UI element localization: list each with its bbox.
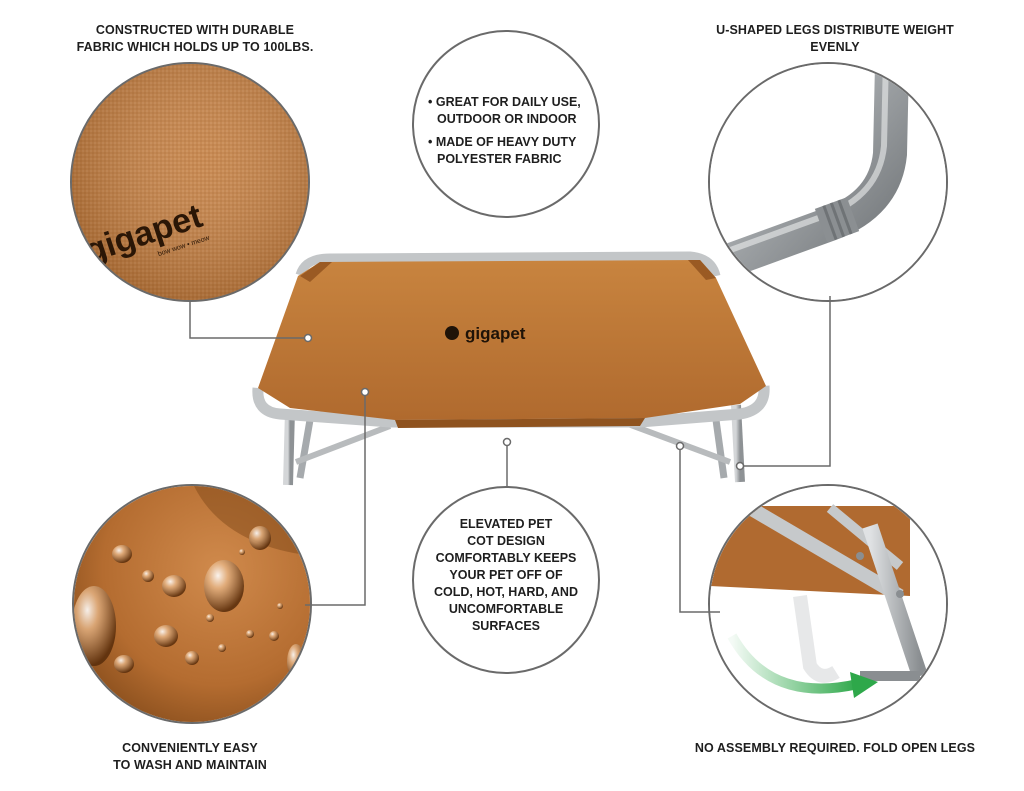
caption-line: CONVENIENTLY EASY — [122, 741, 258, 755]
leg-closeup — [710, 64, 946, 300]
caption-no-assembly: NO ASSEMBLY REQUIRED. FOLD OPEN LEGS — [690, 740, 980, 757]
feature-line: • MADE OF HEAVY DUTY — [428, 135, 577, 149]
connector-dots — [303, 333, 745, 471]
cot-fabric — [258, 260, 766, 420]
connector-fold — [679, 448, 720, 613]
elevated-design-bubble: ELEVATED PET COT DESIGN COMFORTABLY KEEP… — [412, 486, 600, 674]
caption-line: U-SHAPED LEGS DISTRIBUTE WEIGHT EVENLY — [716, 23, 954, 54]
caption-line: CONSTRUCTED WITH DURABLE — [95, 23, 295, 37]
fabric-texture: gigapet bow wow • meow — [72, 64, 308, 300]
feature-heavy-duty: • MADE OF HEAVY DUTY POLYESTER FABRIC — [428, 134, 598, 168]
elevated-line: COLD, HOT, HARD, AND — [434, 585, 578, 599]
elevated-line: COMFORTABLY KEEPS — [435, 551, 577, 565]
caption-easy-wash: CONVENIENTLY EASY TO WASH AND MAINTAIN — [95, 740, 285, 774]
folding-legs-bubble — [708, 484, 948, 724]
elevated-line: YOUR PET OFF OF — [449, 568, 563, 582]
caption-durable-fabric: CONSTRUCTED WITH DURABLE FABRIC WHICH HO… — [70, 22, 320, 56]
water-droplets-bubble — [72, 484, 312, 724]
caption-u-shaped-legs: U-SHAPED LEGS DISTRIBUTE WEIGHT EVENLY — [690, 22, 980, 56]
fold-closeup — [710, 486, 946, 722]
caption-line: FABRIC WHICH HOLDS UP TO 100LBS. — [76, 40, 314, 54]
elevated-line: SURFACES — [471, 619, 541, 633]
fabric-closeup-bubble: gigapet bow wow • meow — [70, 62, 310, 302]
elevated-line: ELEVATED PET — [459, 517, 553, 531]
elevated-line: UNCOMFORTABLE — [448, 602, 564, 616]
paw-icon — [445, 326, 459, 340]
feature-daily-use: • GREAT FOR DAILY USE, OUTDOOR OR INDOOR — [428, 94, 598, 128]
feature-line: POLYESTER FABRIC — [437, 152, 562, 166]
feature-line: • GREAT FOR DAILY USE, — [428, 95, 581, 109]
u-legs-bubble — [708, 62, 948, 302]
connector-wash — [305, 392, 366, 606]
elevated-text: ELEVATED PET COT DESIGN COMFORTABLY KEEP… — [414, 516, 598, 635]
cot-logo: gigapet — [465, 324, 526, 343]
features-bubble: • GREAT FOR DAILY USE, OUTDOOR OR INDOOR… — [412, 30, 600, 218]
caption-line: NO ASSEMBLY REQUIRED. FOLD OPEN LEGS — [694, 741, 976, 755]
elevated-line: COT DESIGN — [467, 534, 545, 548]
connector-lines — [189, 296, 831, 613]
connector-fabric — [189, 302, 308, 339]
caption-line: TO WASH AND MAINTAIN — [113, 758, 267, 772]
connector-legs — [740, 296, 831, 467]
feature-line: OUTDOOR OR INDOOR — [437, 112, 577, 126]
